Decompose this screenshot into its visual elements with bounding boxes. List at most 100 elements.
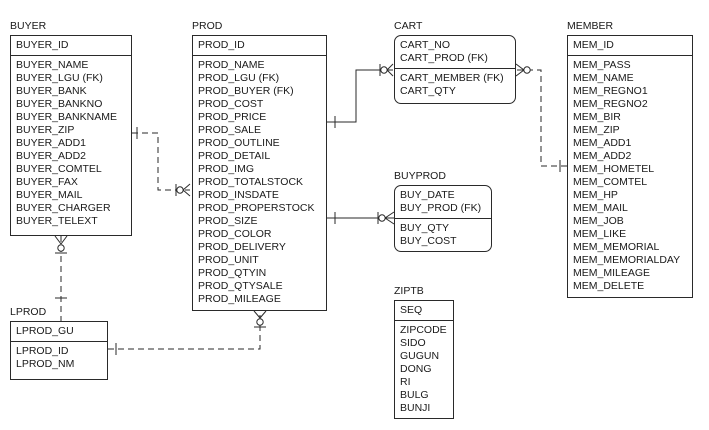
member-attribute-field: MEM_MAIL	[573, 202, 628, 214]
relationship-prod-buyprod	[327, 211, 395, 225]
prod-attribute-field: PROD_UNIT	[198, 254, 259, 266]
prod-attribute-field: PROD_IMG	[198, 163, 255, 175]
entity-title-ziptb: ZIPTB	[394, 285, 424, 297]
member-attribute-field: MEM_LIKE	[573, 228, 627, 240]
member-attribute-field: MEM_MEMORIALDAY	[573, 254, 681, 266]
cart-attributes: CART_MEMBER (FK)CART_QTY	[395, 69, 515, 100]
entity-title-cart: CART	[394, 20, 423, 32]
relationship-buyer-prod	[132, 127, 191, 197]
prod-primary-key: PROD_ID	[193, 36, 326, 56]
cart-pk-field: CART_NO	[400, 39, 450, 51]
ziptb-attribute-field: BULG	[400, 389, 429, 401]
lprod-pk-field: LPROD_GU	[16, 325, 74, 337]
ziptb-attribute-field: BUNJI	[400, 402, 431, 414]
prod-attribute-field: PROD_OUTLINE	[198, 137, 280, 149]
prod-attribute-field: PROD_QTYSALE	[198, 280, 283, 292]
member-attribute-field: MEM_MILEAGE	[573, 267, 651, 279]
prod-attribute-field: PROD_INSDATE	[198, 189, 279, 201]
buyprod-attribute-field: BUY_COST	[400, 235, 457, 247]
buyer-attribute-field: BUYER_BANKNAME	[16, 111, 117, 123]
ziptb-attribute-field: ZIPCODE	[400, 324, 447, 336]
buyer-attribute-field: BUYER_TELEXT	[16, 215, 98, 227]
lprod-attribute-field: LPROD_ID	[16, 345, 69, 357]
lprod-attribute-field: LPROD_NM	[16, 358, 75, 370]
buyprod-attribute-field: BUY_QTY	[400, 222, 450, 234]
prod-attribute-field: PROD_SALE	[198, 124, 262, 136]
member-primary-key: MEM_ID	[568, 36, 692, 56]
member-attribute-field: MEM_ZIP	[573, 124, 620, 136]
member-attribute-field: MEM_REGNO2	[573, 98, 648, 110]
member-attribute-field: MEM_COMTEL	[573, 176, 648, 188]
member-attribute-field: MEM_HP	[573, 189, 618, 201]
buyer-attribute-field: BUYER_FAX	[16, 176, 78, 188]
buyer-attribute-field: BUYER_NAME	[16, 59, 89, 71]
ziptb-attribute-field: GUGUN	[400, 350, 440, 362]
entity-title-lprod: LPROD	[10, 306, 47, 318]
ziptb-attribute-field: SIDO	[400, 337, 426, 349]
prod-pk-field: PROD_ID	[198, 39, 245, 51]
ziptb-pk-field: SEQ	[400, 304, 423, 316]
member-attribute-field: MEM_REGNO1	[573, 85, 648, 97]
buyer-attribute-field: BUYER_MAIL	[16, 189, 83, 201]
prod-attribute-field: PROD_COST	[198, 98, 264, 110]
ziptb-attribute-field: DONG	[400, 363, 432, 375]
prod-attribute-field: PROD_COLOR	[198, 228, 272, 240]
buyer-attribute-field: BUYER_BANK	[16, 85, 87, 97]
prod-attribute-field: PROD_PRICE	[198, 111, 267, 123]
cart-pk-field: CART_PROD (FK)	[400, 52, 488, 64]
member-attribute-field: MEM_ADD1	[573, 137, 632, 149]
member-attribute-field: MEM_BIR	[573, 111, 621, 123]
buyer-attribute-field: BUYER_ADD1	[16, 137, 87, 149]
member-attribute-field: MEM_MEMORIAL	[573, 241, 660, 253]
buyprod-pk-field: BUY_PROD (FK)	[400, 202, 482, 214]
cart-attribute-field: CART_MEMBER (FK)	[400, 72, 504, 84]
ziptb-primary-key: SEQ	[395, 301, 453, 321]
buyer-attribute-field: BUYER_ADD2	[16, 150, 87, 162]
buyer-primary-key: BUYER_ID	[11, 36, 131, 56]
buyer-attribute-field: BUYER_CHARGER	[16, 202, 111, 214]
buyer-attribute-field: BUYER_ZIP	[16, 124, 75, 136]
lprod-primary-key: LPROD_GU	[11, 322, 107, 342]
prod-attribute-field: PROD_PROPERSTOCK	[198, 202, 315, 214]
cart-attribute-field: CART_QTY	[400, 85, 456, 97]
prod-attribute-field: PROD_QTYIN	[198, 267, 267, 279]
entity-title-buyer: BUYER	[10, 20, 47, 32]
prod-attribute-field: PROD_BUYER (FK)	[198, 85, 294, 97]
entity-title-member: MEMBER	[567, 20, 614, 32]
member-attribute-field: MEM_NAME	[573, 72, 634, 84]
entity-title-prod: PROD	[192, 20, 223, 32]
entity-title-buyprod: BUYPROD	[394, 170, 446, 182]
prod-attribute-field: PROD_NAME	[198, 59, 265, 71]
relationship-lprod-prod	[108, 310, 267, 355]
member-attribute-field: MEM_PASS	[573, 59, 631, 71]
relationship-member-cart	[515, 63, 567, 172]
prod-attribute-field: PROD_LGU (FK)	[198, 72, 280, 84]
buyer-attribute-field: BUYER_BANKNO	[16, 98, 103, 110]
relationship-prod-cart	[327, 63, 394, 128]
member-attribute-field: MEM_DELETE	[573, 280, 645, 292]
prod-attribute-field: PROD_DETAIL	[198, 150, 271, 162]
member-attribute-field: MEM_ADD2	[573, 150, 632, 162]
prod-attribute-field: PROD_TOTALSTOCK	[198, 176, 304, 188]
prod-attribute-field: PROD_DELIVERY	[198, 241, 286, 253]
member-attribute-field: MEM_JOB	[573, 215, 624, 227]
member-attribute-field: MEM_HOMETEL	[573, 163, 655, 175]
buyprod-pk-field: BUY_DATE	[400, 189, 455, 201]
prod-attribute-field: PROD_MILEAGE	[198, 293, 281, 305]
ziptb-attribute-field: RI	[400, 376, 411, 388]
